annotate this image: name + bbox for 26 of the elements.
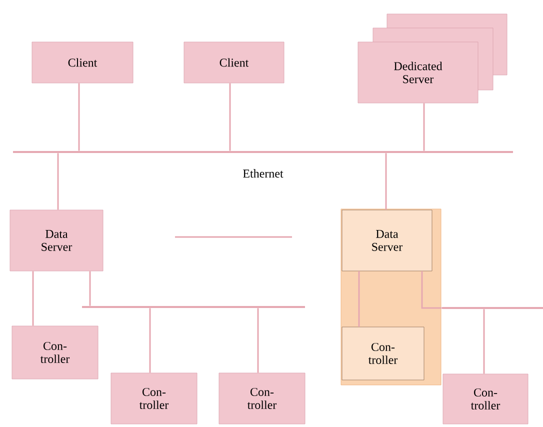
connector-line xyxy=(483,309,485,374)
device-box: Con- troller xyxy=(442,374,528,424)
device-box: Con- troller xyxy=(342,326,424,380)
device-box: Client xyxy=(184,42,284,84)
connector-line xyxy=(257,308,259,373)
connector-line xyxy=(421,271,442,309)
device-box: Con- troller xyxy=(218,372,306,424)
bus-line xyxy=(442,306,543,309)
device-box: Data Server xyxy=(342,210,432,272)
device-box: Client xyxy=(32,42,134,84)
connector-line xyxy=(358,271,360,327)
device-box: Data Server xyxy=(10,210,104,272)
connector-line xyxy=(385,153,387,210)
connector-line xyxy=(32,271,34,326)
bus-line xyxy=(82,306,305,308)
connector-line xyxy=(89,271,91,306)
connector-line xyxy=(149,308,151,373)
device-box: Con- troller xyxy=(12,326,98,380)
connector-line xyxy=(423,103,425,151)
connector-line xyxy=(57,153,59,210)
stacked-server-box: Dedicated Server xyxy=(358,14,508,104)
connector-line xyxy=(78,83,80,151)
bus-line xyxy=(13,150,513,153)
network-label: Ethernet xyxy=(243,169,284,178)
connector-line xyxy=(229,83,231,151)
device-box: Con- troller xyxy=(110,372,198,424)
